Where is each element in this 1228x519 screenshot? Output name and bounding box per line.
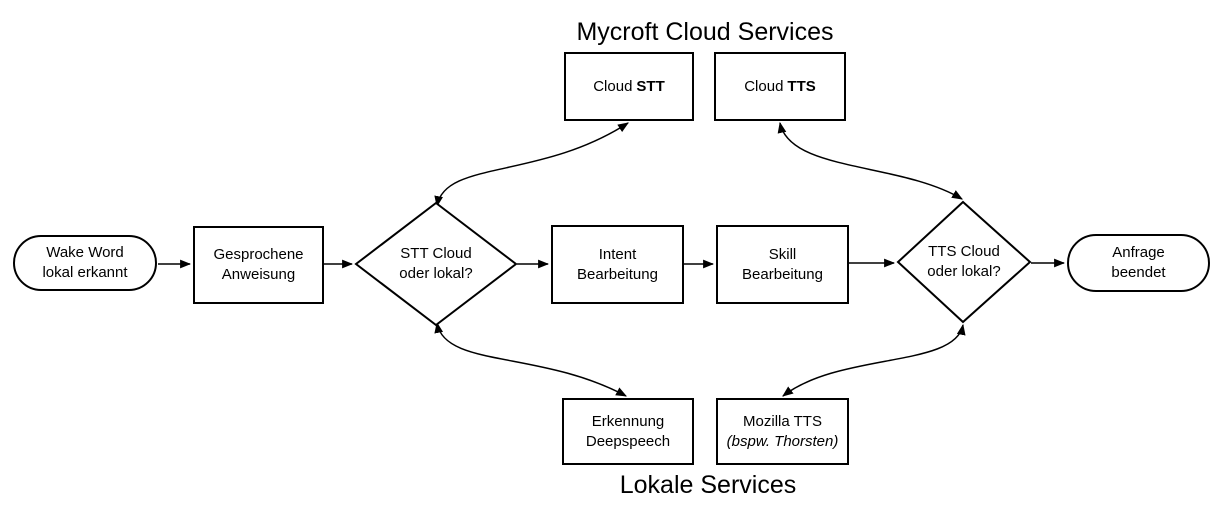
title-lokale-services: Lokale Services (619, 471, 797, 499)
node-mozilla-tts-shape (716, 398, 849, 465)
node-erkennung-shape (562, 398, 694, 465)
curve-tts-decision-mozilla-tts (782, 323, 966, 397)
node-gesprochene-shape (193, 226, 324, 304)
node-cloud-tts-shape (714, 52, 846, 121)
node-tts-decision-shape (896, 200, 1032, 324)
node-anfrage-shape (1067, 234, 1210, 292)
curve-stt-decision-cloud-stt (434, 122, 629, 208)
curve-stt-decision-erkennung (434, 321, 627, 397)
curve-cloud-tts-tts-decision (777, 121, 963, 200)
title-cloud-services: Mycroft Cloud Services (576, 18, 834, 46)
node-skill-shape (716, 225, 849, 304)
node-cloud-stt-shape (564, 52, 694, 121)
node-stt-decision-shape (354, 201, 518, 327)
node-intent-shape (551, 225, 684, 304)
node-wake-word-shape (13, 235, 157, 291)
